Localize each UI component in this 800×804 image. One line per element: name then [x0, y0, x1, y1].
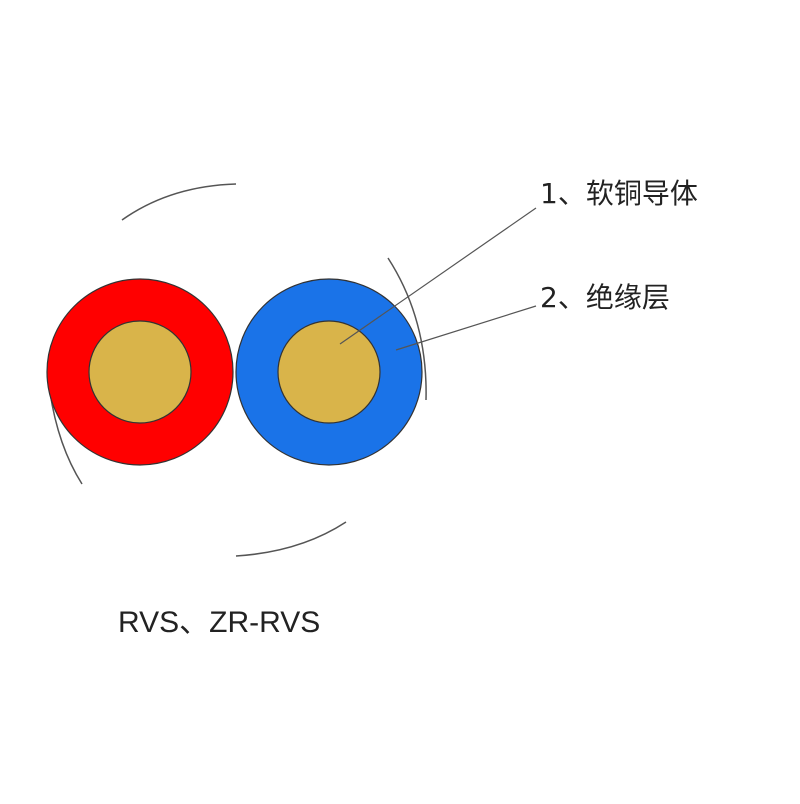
- leader-line-insulation: [395, 305, 537, 351]
- blue-core-conductor: [277, 320, 381, 424]
- twist-arc-right: [387, 257, 427, 401]
- twist-arc-bottom: [235, 521, 347, 557]
- cable-model-caption: RVS、ZR-RVS: [118, 606, 321, 639]
- twist-arc-top: [121, 183, 237, 221]
- red-core-conductor: [88, 320, 192, 424]
- label-insulation: 2、绝缘层: [540, 281, 670, 314]
- leader-line-conductor: [339, 207, 537, 345]
- label-conductor: 1、软铜导体: [540, 177, 698, 210]
